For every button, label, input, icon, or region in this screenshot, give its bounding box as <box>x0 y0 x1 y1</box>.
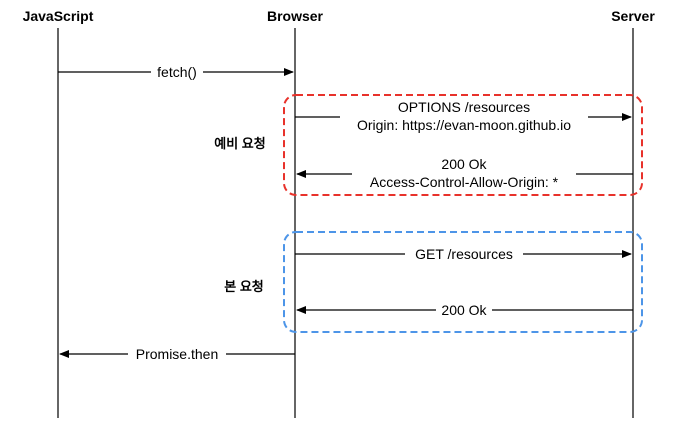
options-label-line2: Origin: https://evan-moon.github.io <box>357 117 571 133</box>
get-label: GET /resources <box>415 246 513 262</box>
preflight-response-label-bg <box>352 155 576 191</box>
preflight-response-label-line1: 200 Ok <box>441 156 487 172</box>
preflight-group-label: 예비 요청 <box>214 136 265 151</box>
actor-javascript-label: JavaScript <box>23 8 94 24</box>
main-response-label: 200 Ok <box>441 302 487 318</box>
options-label-bg <box>340 98 588 134</box>
main-response-label-bg <box>436 301 492 319</box>
get-label-bg <box>405 245 523 263</box>
promise-then-label: Promise.then <box>136 346 218 362</box>
promise-then-label-bg <box>128 345 226 363</box>
main-request-group-box <box>283 231 643 333</box>
options-label-line1: OPTIONS /resources <box>398 99 530 115</box>
fetch-label: fetch() <box>157 64 197 80</box>
fetch-label-bg <box>151 63 203 81</box>
main-request-group-label: 본 요청 <box>224 279 264 294</box>
actor-browser-label: Browser <box>267 8 324 24</box>
actor-server-label: Server <box>611 8 655 24</box>
preflight-response-label-line2: Access-Control-Allow-Origin: * <box>370 174 559 190</box>
preflight-group-box <box>283 94 643 196</box>
